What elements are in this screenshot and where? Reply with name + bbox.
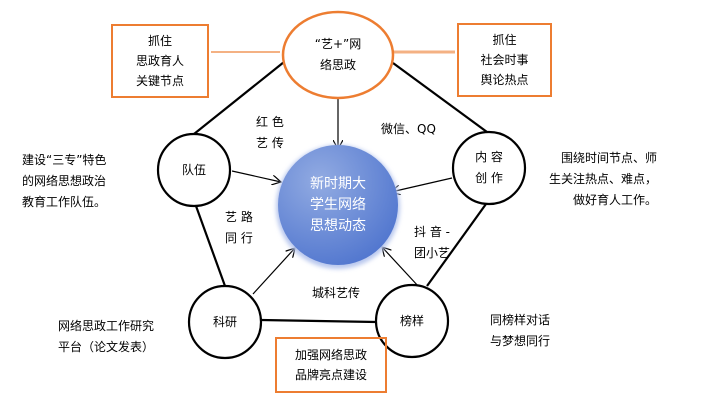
node-model-label: 榜样 [399,314,424,328]
node-team [156,132,232,208]
note-content: 围绕时间节点、师 生关注热点、难点， 做好育人工作。 [549,148,657,211]
note-line: 围绕时间节点、师 [561,151,658,165]
note-line: 的网络思想政治 [22,174,107,188]
box-line: 关键节点 [135,74,184,88]
core-line: 新时期大 [310,176,366,192]
note-research: 网络思政工作研究 平台（论文发表） [58,316,154,358]
note-line: 与梦想同行 [490,334,551,348]
note-line: 平台（论文发表） [58,340,155,354]
top-node-line: “艺+”网 [314,37,362,51]
arrow-team-core [231,170,281,182]
box-line: 社会时事 [480,53,529,67]
box-bottom: 加强网络思政 品牌亮点建设 [275,337,387,393]
box-line: 思政育人 [135,54,184,68]
box-line: 舆论热点 [480,73,529,87]
note-line: 做好育人工作。 [573,193,658,207]
box-left: 抓住 思政育人 关键节点 [111,24,209,98]
edge-top-team [193,61,285,135]
note-line: 建设“三专”特色 [22,153,107,167]
edge-top-content [392,62,488,133]
channel-line: 抖 音 - [414,225,450,239]
core-label: 新时期大 学生网络 思想动态 [298,174,378,237]
node-research [187,284,263,360]
channel-wechat: 微信、QQ [381,122,436,136]
channel-line: 同 行 [225,231,253,245]
note-line: 网络思政工作研究 [58,319,155,333]
note-line: 同榜样对话 [490,313,551,327]
core-line: 思想动态 [310,218,366,234]
arrow-research-core [252,248,295,295]
top-node [281,10,395,100]
top-node-line: 络思政 [319,58,356,72]
box-right: 抓住 社会时事 舆论热点 [457,23,552,97]
box-line: 加强网络思政 [294,348,367,362]
node-research-label: 科研 [212,315,237,329]
box-line: 抓住 [147,34,172,48]
note-team: 建设“三专”特色 的网络思想政治 教育工作队伍。 [22,150,106,213]
core-line: 学生网络 [310,197,366,213]
channel-line: 团小艺 [414,246,451,260]
top-node-label: “艺+”网 络思政 [298,34,378,76]
note-line: 生关注热点、难点， [549,172,658,186]
channel-city: 城科艺传 [312,286,361,300]
edge-research-model [260,318,377,324]
arrow-content-core [391,177,453,192]
node-content-line: 创 作 [475,171,503,185]
node-content-line: 内 容 [475,150,503,164]
arrow-model-core [382,247,420,288]
edge-team-research [194,205,227,287]
core-node [278,145,398,265]
channel-douyin: 抖 音 - 团小艺 [414,222,450,264]
edge-model-content [426,203,487,287]
node-model [374,283,450,359]
channel-red-art: 红 色 艺 传 [256,112,284,154]
box-line: 品牌亮点建设 [294,368,367,382]
channel-art-road: 艺 路 同 行 [225,207,253,249]
channel-line: 红 色 [256,115,284,129]
node-content-label: 内 容 创 作 [459,147,519,189]
node-content [451,130,527,206]
note-model: 同榜样对话 与梦想同行 [490,310,550,352]
box-line: 抓住 [492,33,517,47]
channel-line: 艺 传 [256,136,284,150]
channel-line: 艺 路 [225,210,253,224]
node-team-label: 队伍 [181,163,206,177]
note-line: 教育工作队伍。 [22,195,107,209]
